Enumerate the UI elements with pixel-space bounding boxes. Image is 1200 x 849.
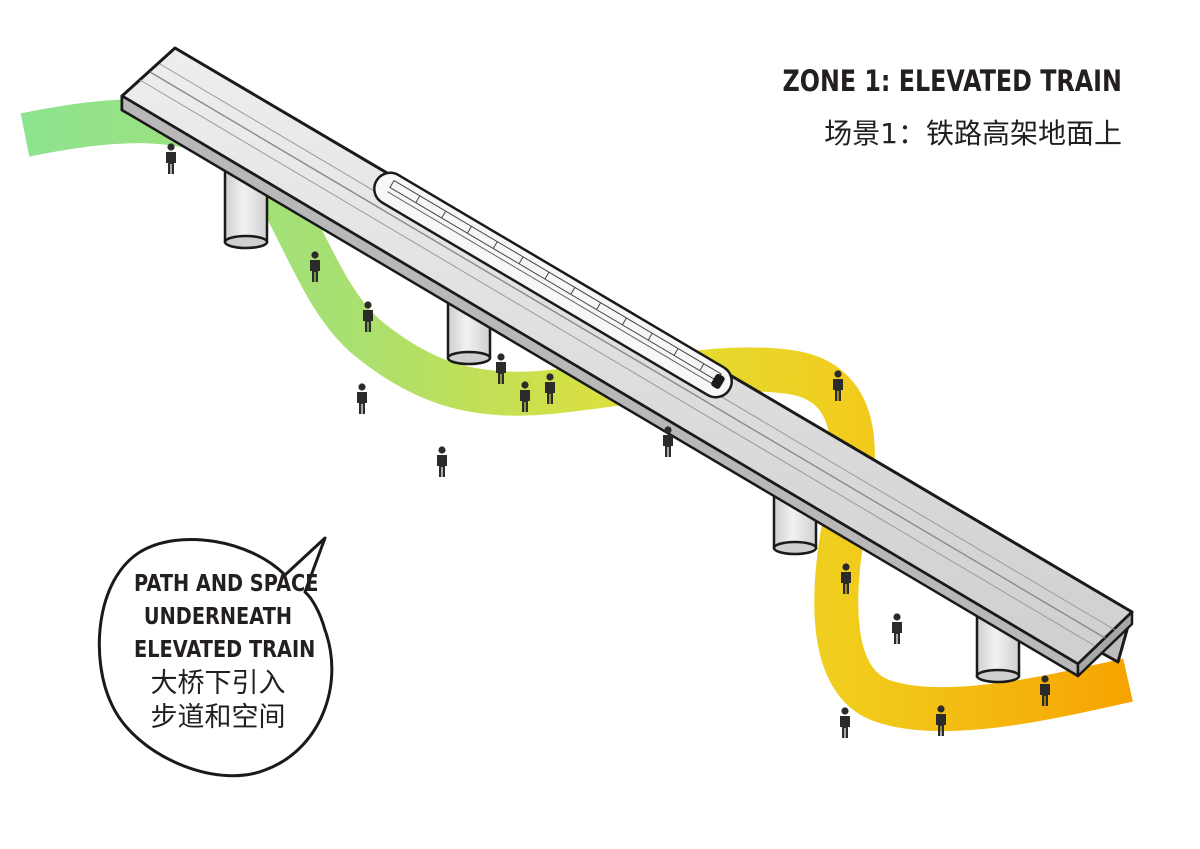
person-icon [357, 383, 367, 414]
person-icon [1040, 675, 1050, 706]
callout-zh-1: 大桥下引入 [150, 668, 286, 699]
speech-bubble [97, 536, 334, 778]
person-icon [841, 563, 851, 594]
person-icon [545, 373, 555, 404]
person-icon [663, 426, 673, 457]
callout-text: PATH AND SPACE UNDERNEATH ELEVATED TRAIN… [118, 568, 318, 735]
train-icon [373, 171, 733, 399]
callout-line-2: UNDERNEATH [143, 604, 293, 630]
person-icon [892, 613, 902, 644]
person-icon [520, 381, 530, 412]
person-icon [363, 301, 373, 332]
person-icon [437, 446, 447, 477]
pedestrians [166, 143, 1050, 738]
person-icon [310, 251, 320, 282]
person-icon [936, 705, 946, 736]
callout-line-1: PATH AND SPACE [134, 571, 319, 597]
zone-title-english: ZONE 1: ELEVATED TRAIN [782, 64, 1122, 98]
zone-title-chinese: 场景1：铁路高架地面上 [824, 117, 1122, 150]
person-icon [166, 143, 176, 174]
support-columns [223, 148, 1021, 684]
person-icon [840, 707, 850, 738]
elevated-deck [120, 46, 1134, 678]
callout-line-3: ELEVATED TRAIN [134, 637, 316, 663]
person-icon [496, 353, 506, 384]
callout-zh-2: 步道和空间 [150, 702, 286, 733]
person-icon [833, 370, 843, 401]
